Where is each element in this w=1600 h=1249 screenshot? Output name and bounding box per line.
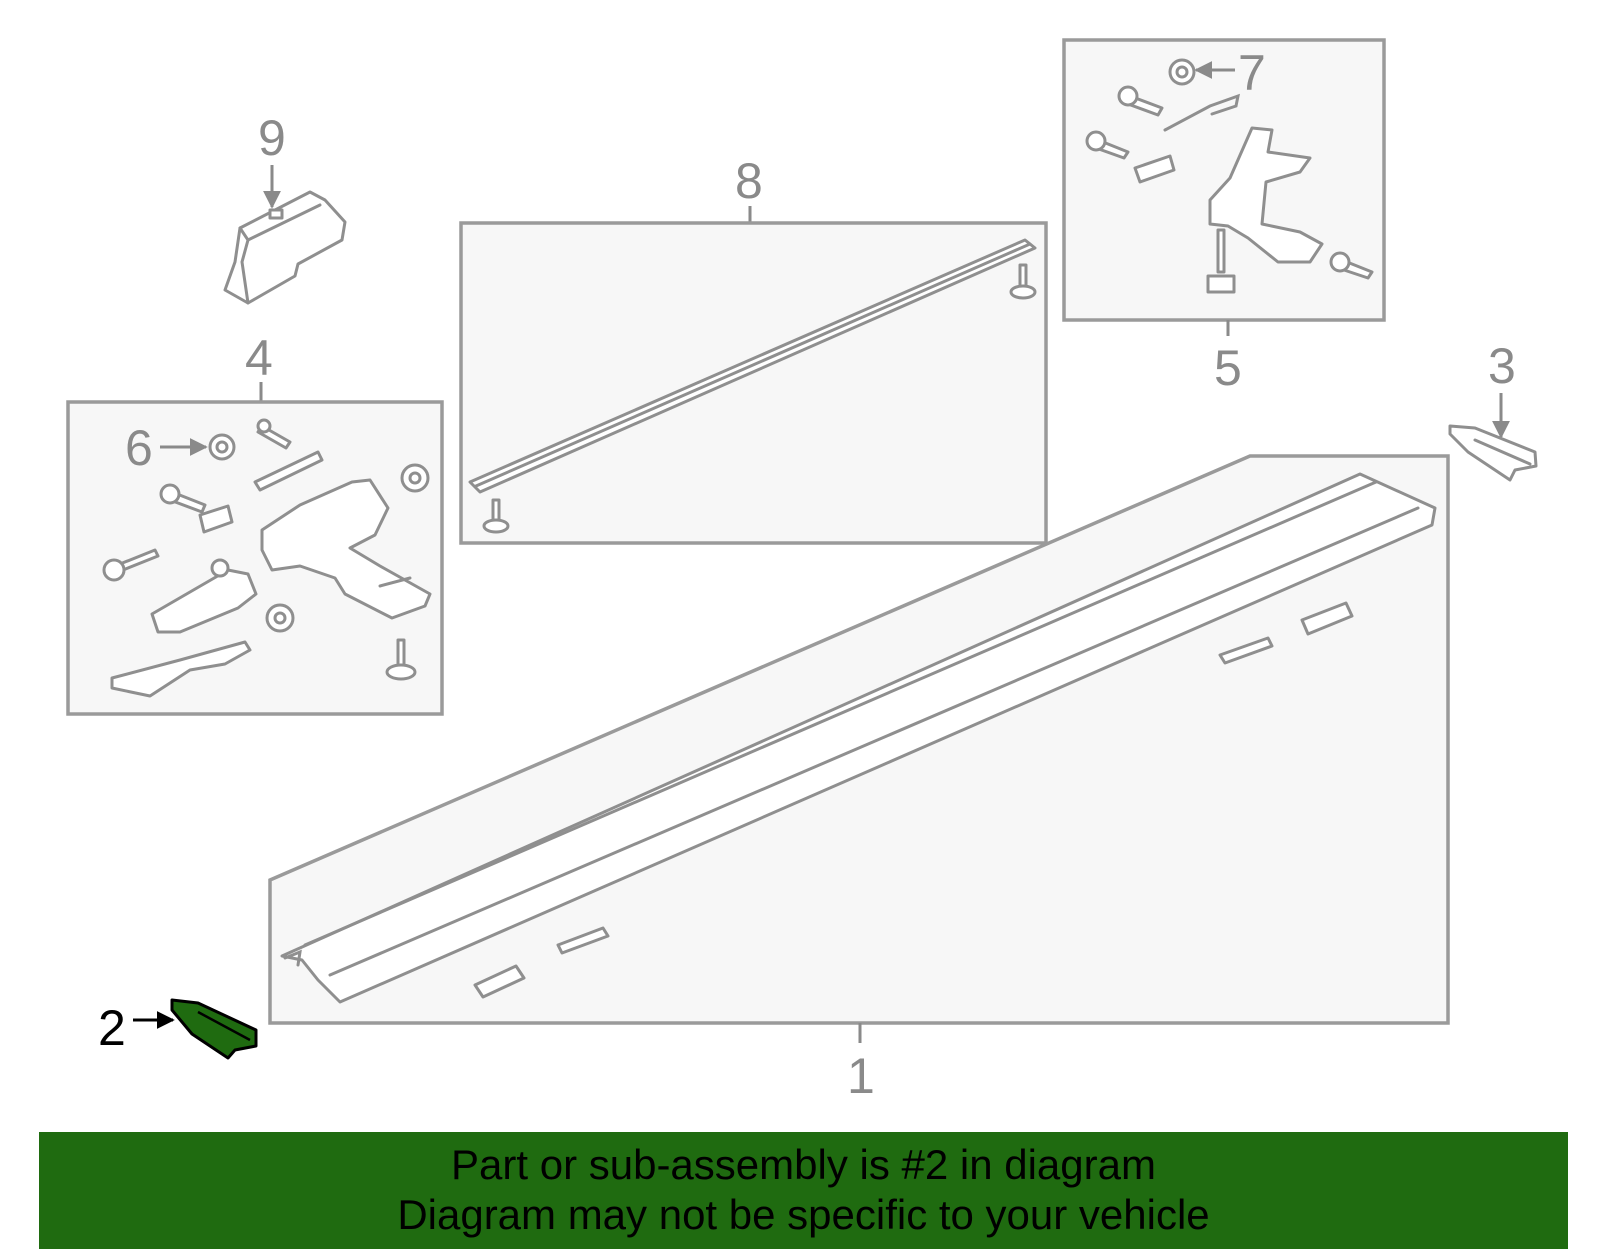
bolt-4-head [102, 558, 126, 582]
moulding-8-group[interactable]: 8 [459, 153, 1048, 545]
bracket-4-slot [378, 576, 412, 588]
info-banner: Part or sub-assembly is #2 in diagram Di… [39, 1132, 1568, 1249]
callout-6: 6 [125, 420, 153, 476]
rocker-1-upper-edge [303, 480, 1378, 947]
assembly-4-box [66, 400, 444, 716]
end-cap-2-edge [197, 1010, 251, 1042]
part-1-rocker-molding[interactable]: 1 [268, 454, 1450, 1104]
hardware-5-group[interactable]: 5 7 [1062, 38, 1386, 396]
clip-5 [1163, 93, 1240, 132]
screw-5a-head [1117, 85, 1139, 107]
clip-4a [253, 450, 324, 492]
screw-4a-head [256, 418, 272, 434]
banner-line-2: Diagram may not be specific to your vehi… [397, 1191, 1210, 1238]
spacer-4 [198, 504, 234, 534]
rocker-1-top-ridge [328, 506, 1420, 977]
nut-4b-hole [273, 611, 287, 625]
rocker-1-clip-d [1300, 601, 1354, 636]
clip-8b-head [482, 518, 510, 534]
callout-2: 2 [98, 1000, 126, 1056]
hinge-pin-4 [150, 568, 258, 634]
nut-6-hole [215, 440, 229, 454]
spacer-5 [1133, 154, 1176, 184]
callout-5: 5 [1214, 340, 1242, 396]
end-cap-2-body [170, 998, 258, 1060]
callout-1: 1 [847, 1048, 875, 1104]
rocker-1-end-profile [283, 949, 302, 967]
screw-5c-head [1329, 251, 1351, 273]
moulding-strip-8-groove [474, 242, 1032, 488]
bracket-5-main [1208, 126, 1324, 264]
callout-8: 8 [735, 153, 763, 209]
callout-9: 9 [258, 110, 286, 166]
clip-8a-head [1009, 284, 1037, 300]
nut-7-hole [1175, 65, 1189, 79]
rocker-1-body [280, 472, 1437, 1004]
bracket-9-top-edge [246, 203, 322, 242]
screw-5b-head [1085, 130, 1107, 152]
end-cap-3-body [1448, 424, 1538, 482]
callout-3: 3 [1488, 338, 1516, 394]
part-2-end-cap-highlighted[interactable]: 2 [98, 998, 258, 1060]
trim-strip-4 [110, 640, 252, 698]
hinge-pin-4-cap [210, 558, 230, 578]
rocker-1-clip-c [1218, 636, 1274, 665]
nut-4a-hole [408, 471, 422, 485]
part-9-bracket[interactable]: 9 [223, 110, 347, 305]
part-3-end-cap[interactable]: 3 [1448, 338, 1538, 482]
bolt-5-head [1206, 274, 1236, 294]
bracket-9-edge [238, 226, 250, 305]
end-cap-3-edge [1473, 438, 1532, 466]
rocker-1-clip-a [473, 964, 526, 999]
assembly-4-group[interactable]: 4 6 [66, 330, 444, 716]
banner-line-1: Part or sub-assembly is #2 in diagram [451, 1141, 1156, 1188]
screw-4b-head [159, 483, 181, 505]
bracket-9-slot [268, 208, 284, 220]
callout-4: 4 [245, 330, 273, 386]
bolt-5-shaft [1216, 228, 1226, 274]
rocker-1-clip-b [556, 926, 610, 955]
screw-4c-head [385, 663, 417, 681]
callout-7: 7 [1238, 45, 1266, 101]
bracket-9-body [223, 190, 347, 305]
